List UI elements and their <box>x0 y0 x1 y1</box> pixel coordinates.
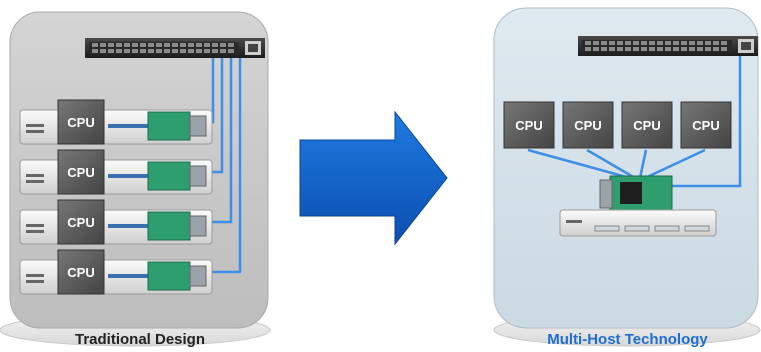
left-panel-caption: Traditional Design <box>74 331 206 348</box>
right-panel-caption: Multi-Host Technology <box>547 331 708 348</box>
link-line <box>205 58 233 224</box>
network-switch-icon <box>578 36 758 56</box>
nic-card-icon <box>147 161 191 191</box>
server-row-2: CPU <box>19 149 213 195</box>
link-line <box>527 148 631 180</box>
cpu-chip-icon: CPU <box>503 101 555 149</box>
server-row-1: CPU <box>19 99 213 145</box>
cpu-label: CPU <box>67 215 94 230</box>
cpu-chip-icon <box>57 199 105 245</box>
link-line <box>644 148 706 180</box>
cpu-chip-icon: CPU <box>621 101 673 149</box>
nic-card-icon <box>147 211 191 241</box>
cpu-label: CPU <box>67 165 94 180</box>
nic-card-icon <box>147 111 191 141</box>
cpu-label: CPU <box>633 118 660 133</box>
right-link-lines <box>527 56 742 188</box>
server-row-4: CPU <box>19 249 213 295</box>
cpu-chip-icon <box>57 249 105 295</box>
cpu-label: CPU <box>67 265 94 280</box>
nic-card-icon <box>147 261 191 291</box>
server-row-3: CPU <box>19 199 213 245</box>
cpu-label: CPU <box>515 118 542 133</box>
cpu-label: CPU <box>692 118 719 133</box>
cpu-chip-icon: CPU <box>562 101 614 149</box>
multi-host-technology-panel: CPU CPU CPU CPU <box>493 7 761 347</box>
link-line <box>672 56 742 188</box>
cpu-label: CPU <box>574 118 601 133</box>
nic-card-icon <box>599 175 673 213</box>
link-line <box>586 148 636 180</box>
cpu-label: CPU <box>67 115 94 130</box>
traditional-design-panel: CPU CPU CPU CPU <box>0 11 271 347</box>
cpu-chip-icon <box>57 99 105 145</box>
right-panel-background <box>493 7 759 329</box>
right-arrow-icon <box>299 110 448 246</box>
network-switch-icon <box>85 38 265 58</box>
server-icon <box>559 209 717 237</box>
cpu-chip-icon: CPU <box>680 101 732 149</box>
link-line <box>205 58 242 274</box>
cpu-chip-icon <box>57 149 105 195</box>
link-line <box>638 149 648 179</box>
